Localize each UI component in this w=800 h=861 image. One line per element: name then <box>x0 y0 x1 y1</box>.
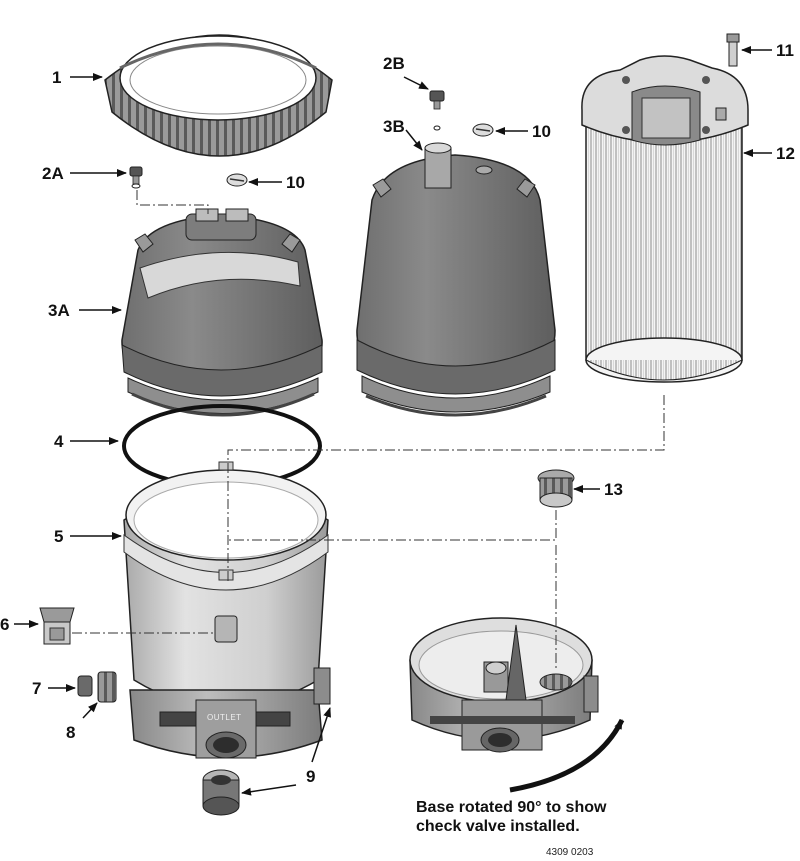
callout-10-left: 10 <box>286 173 305 192</box>
drain-plug-2b <box>429 90 445 131</box>
rotation-arrow <box>509 718 625 793</box>
callout-11: 11 <box>776 41 794 60</box>
tank-lid-3a <box>121 208 323 417</box>
drain-plug-2a <box>129 166 143 189</box>
caption-line-1: Base rotated 90° to show <box>416 799 607 816</box>
callout-7: 7 <box>32 679 42 698</box>
bolt-11 <box>726 33 740 67</box>
callout-2a: 2A <box>42 164 64 183</box>
callout-1: 1 <box>52 68 62 87</box>
caption: Base rotated 90° to show check valve ins… <box>416 798 606 836</box>
callout-5: 5 <box>54 527 64 546</box>
filter-cartridge-12 <box>581 55 749 383</box>
callout-12: 12 <box>776 144 795 163</box>
o-ring-7 <box>77 675 93 697</box>
tank-base <box>129 667 331 759</box>
rotated-base-view <box>409 617 599 753</box>
callout-13: 13 <box>604 480 623 499</box>
air-relief-cap-10-right <box>472 123 494 137</box>
adapter-8 <box>97 671 117 703</box>
callout-3b: 3B <box>383 117 405 136</box>
air-bleed-assembly-6 <box>39 607 75 645</box>
callout-3a: 3A <box>48 301 70 320</box>
callout-8: 8 <box>66 723 76 742</box>
union-fitting-9 <box>202 769 240 816</box>
callout-6: 6 <box>0 615 10 634</box>
callout-9: 9 <box>306 767 316 786</box>
caption-line-2: check valve installed. <box>416 818 580 835</box>
alignment-lines <box>72 190 665 668</box>
locking-ring <box>104 34 333 157</box>
document-number: 4309 0203 <box>546 847 594 858</box>
callout-4: 4 <box>54 432 64 451</box>
tank-lid-3b <box>356 142 556 417</box>
callout-10-right: 10 <box>532 122 551 141</box>
outlet-label: OUTLET <box>207 713 242 722</box>
air-relief-cap-10-left <box>226 173 248 187</box>
tank-body-5 <box>123 461 329 709</box>
callout-2b: 2B <box>383 54 405 73</box>
callout-arrows <box>14 46 772 796</box>
check-valve-13 <box>537 469 575 508</box>
